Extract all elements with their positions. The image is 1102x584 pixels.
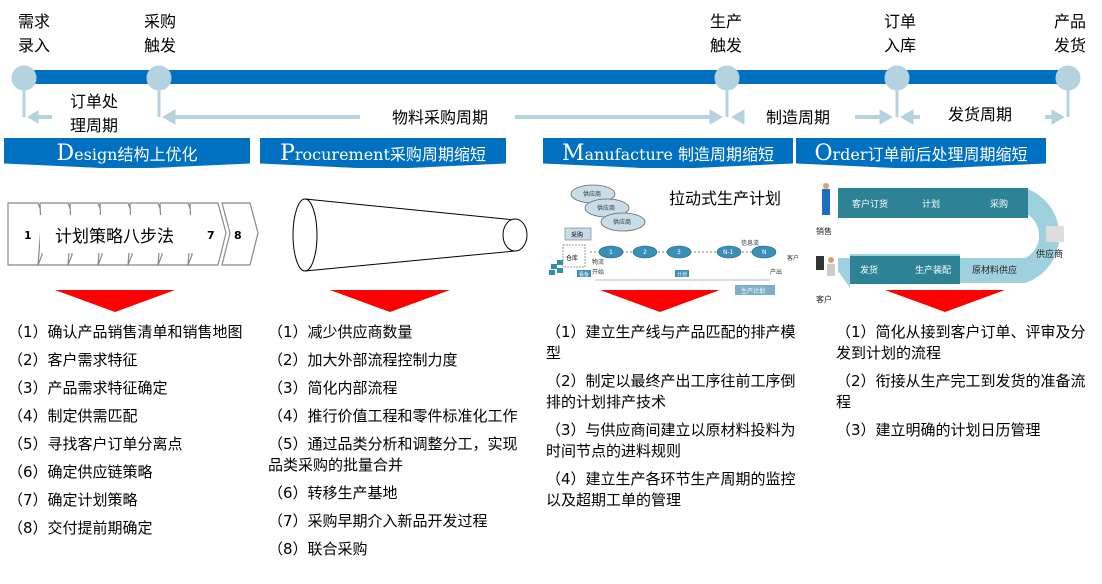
cycle-order-processing: 订单处理周期	[70, 92, 119, 135]
cycle-procurement: 物料采购周期	[388, 104, 493, 128]
list-item: （5）通过品类分析和调整分工，实现品类采购的批量合并	[268, 435, 518, 474]
svg-text:N-1: N-1	[723, 249, 734, 256]
list-item: （3）建立明确的计划日历管理	[836, 421, 1041, 439]
customer-computer-icon	[816, 256, 835, 276]
list-item: （1）简化从接到客户订单、评审及分发到计划的流程	[836, 323, 1086, 362]
list-item: （6）确定供应链策略	[8, 463, 153, 481]
svg-text:仓库: 仓库	[566, 254, 578, 262]
list-item: （4）建立生产各环节生产周期的监控以及超期工单的管理	[546, 470, 796, 509]
svg-text:客户订货: 客户订货	[852, 198, 888, 210]
node-production	[714, 65, 740, 91]
svg-text:生产装配: 生产装配	[915, 264, 951, 276]
eight-step-chevrons: 1 计划策略八步法 7 8	[7, 202, 259, 266]
list-item: （5）寻找客户订单分离点	[8, 435, 183, 453]
factory-icon	[1046, 226, 1064, 242]
list-item: （3）产品需求特征确定	[8, 379, 168, 397]
design-measures-list: （1）确认产品销售清单和销售地图 （2）客户需求特征 （3）产品需求特征确定 （…	[8, 322, 260, 546]
svg-text:信息流: 信息流	[741, 239, 759, 247]
list-item: （8）联合采购	[268, 540, 368, 558]
bottom-flow-band	[850, 256, 960, 284]
order-loop-diagram: 客户订货 计划 采购 发货 生产装配 原材料供应 供应商 销售 客户	[816, 183, 1064, 304]
down-arrow-design	[55, 290, 175, 312]
list-item: （1）确认产品销售清单和销售地图	[8, 323, 243, 341]
svg-text:3: 3	[677, 249, 681, 256]
list-item: （4）制定供需匹配	[8, 407, 138, 425]
svg-text:开始: 开始	[592, 268, 604, 276]
svg-text:供应商: 供应商	[613, 218, 631, 226]
eight-step-label: 计划策略八步法	[55, 227, 174, 247]
list-item: （8）交付提前期确定	[8, 519, 153, 537]
milestone-product-ship: 产品发货	[1053, 12, 1086, 55]
cycle-manufacturing: 制造周期	[762, 104, 835, 128]
timeline-bar	[24, 70, 1068, 84]
section-header-design: Design结构上优化	[4, 138, 250, 168]
list-item: （2）客户需求特征	[8, 351, 138, 369]
node-demand	[11, 65, 37, 91]
step-7-label: 7	[207, 229, 215, 242]
svg-text:1: 1	[609, 249, 613, 256]
svg-text:供应商: 供应商	[597, 204, 615, 212]
svg-text:N: N	[762, 249, 767, 256]
procurement-funnel	[292, 198, 528, 272]
down-arrow-manufacture	[600, 290, 720, 312]
pull-production-diagram: 供应商 供应商 供应商 采购 仓库 1 2 3 N-1 N 物流 开始 信息流 …	[549, 184, 799, 295]
svg-text:生产计划: 生产计划	[741, 287, 765, 295]
manufacture-measures-list: （1）建立生产线与产品匹配的排产模型 （2）制定以最终产出工序往前工序倒排的计划…	[546, 322, 810, 518]
svg-text:计划: 计划	[922, 198, 940, 210]
section-header-order: Order订单前后处理周期缩短	[796, 138, 1046, 168]
down-arrow-order	[885, 290, 1005, 312]
svg-text:2: 2	[643, 249, 647, 256]
list-item: （2）加大外部流程控制力度	[268, 351, 458, 369]
milestone-production-trigger: 生产触发	[709, 12, 742, 55]
svg-text:产出: 产出	[770, 268, 782, 276]
step-8-label: 8	[234, 229, 242, 242]
node-purchase	[146, 65, 172, 91]
list-item: （4）推行价值工程和零件标准化工作	[268, 407, 518, 425]
order-measures-list: （1）简化从接到客户订单、评审及分发到计划的流程 （2）衔接从生产完工到发货的准…	[836, 322, 1100, 448]
list-item: （2）制定以最终产出工序往前工序倒排的计划排产技术	[546, 372, 796, 411]
svg-text:客户: 客户	[787, 254, 799, 262]
timeline-nodes	[11, 65, 1081, 125]
salesman-icon	[822, 183, 830, 215]
svg-text:供应商: 供应商	[1036, 248, 1063, 260]
step-1-label: 1	[24, 229, 32, 242]
svg-text:采购: 采购	[990, 198, 1008, 210]
node-order-in	[884, 65, 910, 91]
node-ship	[1055, 65, 1081, 91]
section-header-manufacture: Manufacture 制造周期缩短	[543, 138, 793, 168]
svg-text:客户: 客户	[816, 294, 832, 304]
list-item: （2）衔接从生产完工到发货的准备流程	[836, 372, 1086, 411]
svg-text:采购: 采购	[571, 231, 583, 239]
svg-text:发货: 发货	[860, 264, 878, 276]
list-item: （1）减少供应商数量	[268, 323, 413, 341]
top-flow-band	[838, 188, 1028, 218]
svg-text:供应商: 供应商	[583, 190, 601, 198]
down-arrow-procurement	[330, 290, 450, 312]
milestone-demand-entry: 需求录入	[17, 12, 50, 55]
svg-text:物流: 物流	[592, 258, 604, 266]
svg-text:销售: 销售	[816, 226, 832, 236]
procurement-measures-list: （1）减少供应商数量 （2）加大外部流程控制力度 （3）简化内部流程 （4）推行…	[268, 322, 530, 567]
svg-text:看板: 看板	[579, 271, 589, 278]
cycle-delivery: 发货周期	[944, 101, 1017, 125]
timeline	[11, 65, 1081, 125]
list-item: （1）建立生产线与产品匹配的排产模型	[546, 323, 796, 362]
svg-text:计划: 计划	[677, 271, 687, 278]
list-item: （6）转移生产基地	[268, 484, 398, 502]
milestone-purchase-trigger: 采购触发	[143, 12, 176, 55]
list-item: （7）确定计划策略	[8, 491, 138, 509]
svg-text:原材料供应: 原材料供应	[972, 264, 1017, 276]
section-header-procurement: Procurement采购周期缩短	[260, 138, 506, 168]
pull-plan-title: 拉动式生产计划	[669, 189, 781, 208]
list-item: （3）简化内部流程	[268, 379, 398, 397]
milestone-order-stock-in: 订单入库	[883, 12, 916, 55]
list-item: （7）采购早期介入新品开发过程	[268, 512, 488, 530]
list-item: （3）与供应商间建立以原材料投料为时间节点的进料规则	[546, 421, 796, 460]
